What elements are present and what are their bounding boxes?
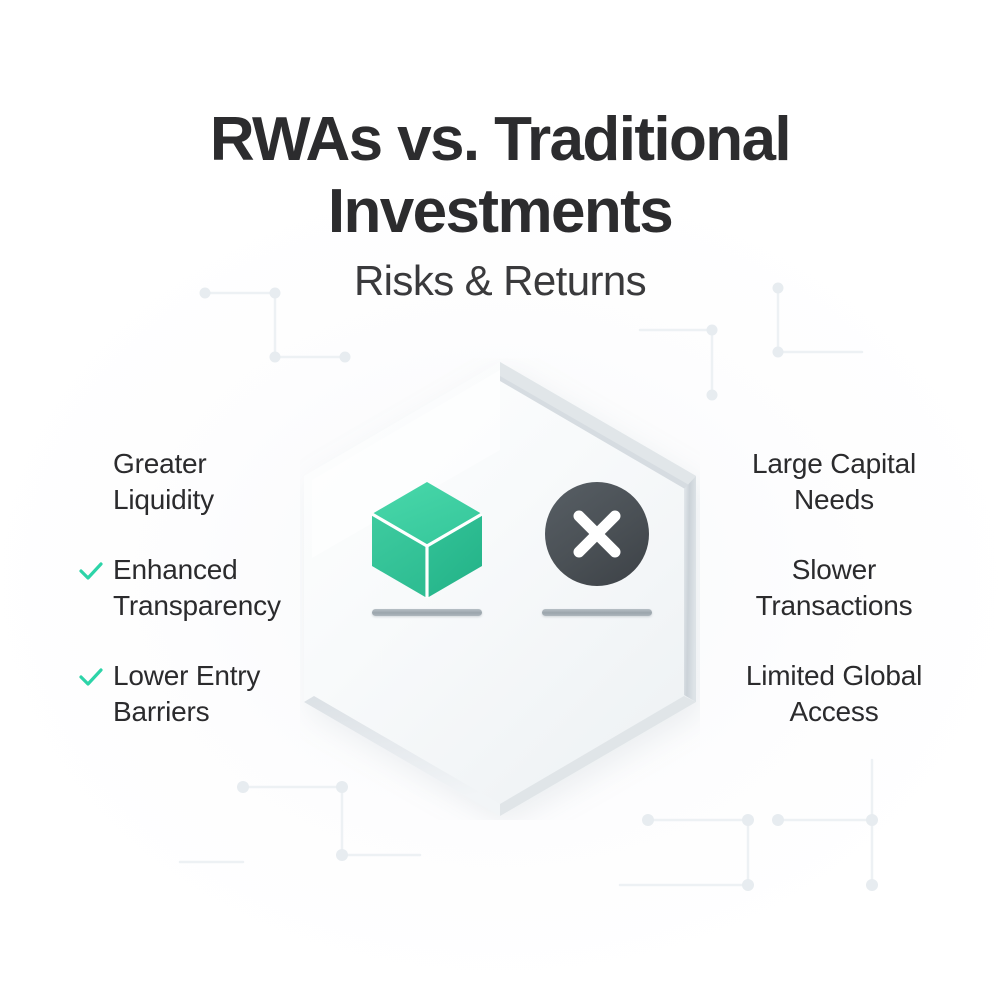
page-subtitle: Risks & Returns bbox=[353, 257, 647, 304]
right-drawbacks-column: Large Capital Needs Slower Transactions … bbox=[700, 446, 968, 730]
list-item-line-2: Barriers bbox=[113, 696, 210, 727]
list-item: Slower Transactions bbox=[700, 552, 968, 624]
list-item-line-2: Transactions bbox=[755, 590, 913, 621]
green-cube-icon bbox=[371, 482, 483, 598]
list-item-line-1: Large Capital bbox=[752, 448, 916, 479]
list-item: Enhanced Transparency bbox=[32, 552, 300, 624]
check-icon bbox=[79, 668, 103, 686]
check-icon bbox=[79, 562, 103, 580]
traditional-icon-cell bbox=[527, 478, 667, 623]
rwa-divider-bar bbox=[372, 609, 482, 616]
list-item-line-1: Limited Global bbox=[745, 660, 923, 691]
page-title-line-2: Investments bbox=[327, 177, 674, 246]
rwa-icon-cell bbox=[357, 478, 497, 623]
hexagon-shape bbox=[304, 362, 696, 816]
x-circle-icon bbox=[545, 482, 649, 586]
list-item-line-1: Enhanced bbox=[113, 554, 238, 585]
list-item-line-1: Lower Entry bbox=[113, 660, 261, 691]
list-item-line-2: Access bbox=[789, 696, 879, 727]
center-icon-row bbox=[330, 478, 670, 623]
traditional-divider-bar bbox=[542, 609, 652, 616]
list-item: Greater Liquidity bbox=[32, 446, 300, 518]
list-item-line-2: Transparency bbox=[113, 590, 281, 621]
list-item: Lower Entry Barriers bbox=[32, 658, 300, 730]
list-item-line-1: Greater bbox=[113, 448, 207, 479]
page-title-line-1: RWAs vs. Traditional bbox=[209, 105, 792, 174]
list-item: Limited Global Access bbox=[700, 658, 968, 730]
list-item-line-1: Slower bbox=[791, 554, 877, 585]
list-item: Large Capital Needs bbox=[700, 446, 968, 518]
left-benefits-column: Greater Liquidity Enhanced Transparency … bbox=[32, 446, 300, 730]
list-item-line-2: Needs bbox=[794, 484, 874, 515]
list-item-line-2: Liquidity bbox=[113, 484, 214, 515]
hexagon-panel bbox=[300, 358, 700, 820]
